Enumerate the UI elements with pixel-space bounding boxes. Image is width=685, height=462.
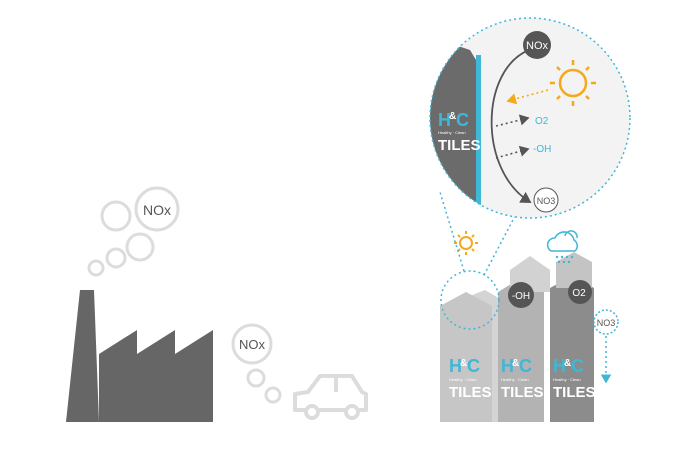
svg-text:-OH: -OH (512, 291, 530, 302)
svg-text:TILES: TILES (553, 384, 596, 401)
factory-nox-label: NOx (143, 202, 171, 218)
svg-text:&: & (449, 111, 456, 122)
svg-text:&: & (512, 358, 519, 369)
tower3-logo: H & C Healthy · Clean TILES (553, 356, 596, 401)
svg-text:O2: O2 (572, 288, 586, 299)
oh-arrow (495, 145, 530, 159)
zoom-o2-label: O2 (535, 116, 549, 127)
svg-text:TILES: TILES (501, 384, 544, 401)
zoom-oh-label: -OH (533, 144, 551, 155)
svg-text:TILES: TILES (438, 137, 481, 154)
tower1-logo: H & C Healthy · Clean TILES (449, 356, 492, 401)
car-smoke-bubbles (231, 323, 282, 404)
svg-text:NO3: NO3 (597, 318, 616, 328)
svg-text:&: & (564, 358, 571, 369)
svg-text:C: C (467, 356, 480, 376)
svg-text:H: H (449, 356, 462, 376)
sunlight-arrow (506, 89, 549, 105)
svg-text:H: H (501, 356, 514, 376)
svg-text:TILES: TILES (449, 384, 492, 401)
svg-text:C: C (456, 110, 469, 130)
sun-icon-small (454, 231, 478, 255)
magnifier-zoom-circle (429, 17, 631, 219)
car-icon (293, 374, 368, 420)
building-tiles-icon (440, 252, 594, 422)
tower-o2-badge: O2 (568, 280, 592, 304)
factory-smoke-bubbles (87, 186, 180, 277)
car-nox-label: NOx (239, 337, 266, 352)
svg-text:Healthy · Clean: Healthy · Clean (553, 377, 581, 382)
svg-text:H: H (553, 356, 566, 376)
svg-text:H: H (438, 110, 451, 130)
reaction-arc (490, 49, 532, 203)
zoom-tile-logo: H & C Healthy · Clean TILES (438, 110, 481, 154)
tower-oh-badge: -OH (508, 282, 534, 308)
svg-text:NOx: NOx (526, 40, 549, 52)
factory-icon (66, 290, 213, 422)
sun-icon (550, 60, 596, 106)
zoom-no3-badge: NO3 (533, 187, 559, 213)
svg-text:NO3: NO3 (537, 196, 556, 206)
svg-text:Healthy · Clean: Healthy · Clean (438, 130, 466, 135)
tower2-logo: H & C Healthy · Clean TILES (501, 356, 544, 401)
magnifier-connector (439, 191, 516, 330)
o2-arrow (495, 114, 530, 127)
cloud-rain-icon (546, 230, 578, 264)
svg-text:Healthy · Clean: Healthy · Clean (449, 377, 477, 382)
svg-text:C: C (571, 356, 584, 376)
svg-text:Healthy · Clean: Healthy · Clean (501, 377, 529, 382)
zoom-nox-badge: NOx (523, 31, 551, 59)
tower-no3-runoff: NO3 (593, 309, 619, 384)
svg-text:C: C (519, 356, 532, 376)
svg-text:&: & (460, 358, 467, 369)
